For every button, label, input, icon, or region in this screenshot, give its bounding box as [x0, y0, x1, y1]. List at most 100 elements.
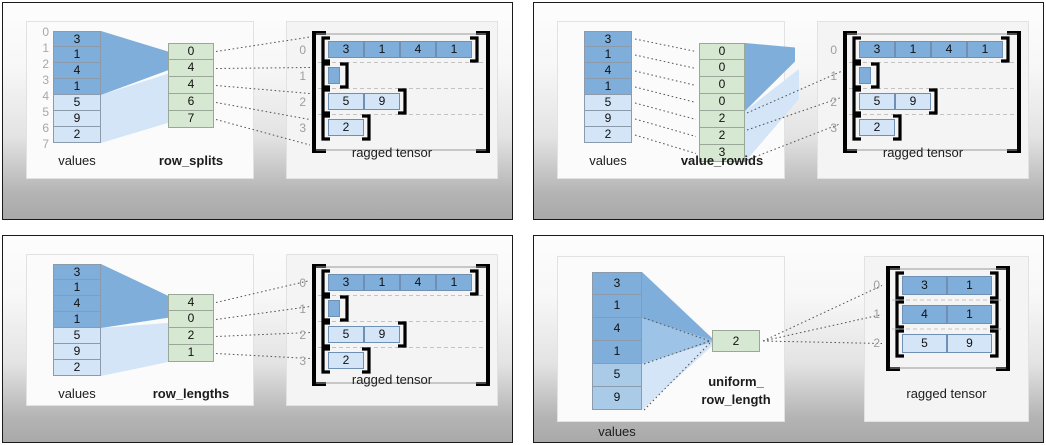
fan-shape	[642, 318, 712, 364]
values-caption: values	[589, 153, 627, 168]
value-cell: 4	[592, 318, 642, 341]
connector-line	[215, 332, 311, 337]
tensor-row-index: 3	[299, 121, 306, 135]
connector-line	[215, 67, 311, 69]
tensor-cell: 3	[328, 274, 364, 291]
tensor-cell: 1	[967, 41, 1003, 58]
fan-shape	[101, 73, 168, 143]
tensor-cell: 2	[328, 119, 364, 136]
tensor-caption: ragged tensor	[351, 145, 433, 160]
connector-line	[746, 123, 842, 161]
connector-line	[215, 306, 311, 320]
value-cell: 1	[592, 341, 642, 364]
encoding-caption-line2: row_length	[701, 392, 771, 407]
encoding-cell: 0	[699, 77, 745, 94]
value-cell: 1	[53, 280, 101, 296]
tensor-cell: 4	[400, 274, 436, 291]
tensor-cell: 3	[328, 41, 364, 58]
encoding-cell: 0	[168, 43, 214, 60]
encoding-cell: 4	[168, 294, 214, 311]
tensor-cell: 5	[902, 334, 947, 353]
connector-line	[762, 285, 883, 342]
tensor-cell: 5	[859, 93, 895, 110]
tensor-cell-empty	[328, 300, 340, 317]
encoding-caption: row_lengths	[152, 386, 230, 401]
tensor-outer-bracket	[312, 31, 490, 153]
encoding-caption: value_rowids	[680, 153, 764, 168]
encoding-column: 2	[712, 330, 760, 352]
connector-line	[215, 280, 311, 303]
tensor-cell: 4	[400, 41, 436, 58]
value-cell: 5	[584, 95, 632, 111]
tensor-row-bracket	[321, 321, 407, 348]
value-cell: 3	[53, 31, 101, 47]
fan-shape	[101, 322, 168, 376]
connector-line	[215, 102, 311, 120]
tensor-cell: 9	[947, 334, 992, 353]
value-cell: 1	[53, 312, 101, 328]
tensor-caption: ragged tensor	[351, 372, 433, 387]
value-cell: 4	[584, 63, 632, 79]
encoding-cell: 2	[168, 328, 214, 345]
encoding-cell: 2	[712, 330, 760, 352]
connector-line	[634, 118, 697, 137]
tensor-row-index: 2	[830, 95, 837, 109]
tensor-row-index: 3	[830, 121, 837, 135]
values-caption: values	[598, 424, 636, 439]
value-cell: 9	[53, 111, 101, 127]
fan-shape	[745, 43, 795, 111]
tensor-caption: ragged tensor	[906, 386, 987, 401]
tensor-outer-bracket	[886, 266, 1010, 371]
tensor-outer-bracket	[843, 31, 1021, 153]
value-index-label: 2	[42, 57, 49, 71]
tensor-row-bracket	[321, 114, 371, 141]
tensor-row-index: 1	[299, 69, 306, 83]
tensor-cell: 1	[364, 274, 400, 291]
value-cell: 1	[53, 47, 101, 63]
value-cell: 1	[584, 79, 632, 95]
value-cell: 3	[584, 31, 632, 47]
value-cell: 5	[53, 328, 101, 344]
value-cell: 2	[53, 127, 101, 143]
tensor-row-bracket	[852, 36, 1010, 63]
encoding-cell: 4	[168, 77, 214, 94]
tensor-cell: 4	[902, 305, 947, 324]
encoding-cell: 4	[168, 60, 214, 77]
tensor-outer-bracket	[312, 264, 490, 386]
value-cell: 4	[53, 63, 101, 79]
tensor-row-bracket	[321, 36, 479, 63]
tensor-row-index: 3	[299, 354, 306, 368]
value-index-label: 3	[42, 73, 49, 87]
tensor-row-bracket	[895, 271, 999, 300]
value-index-label: 7	[42, 137, 49, 151]
connector-line	[762, 314, 883, 342]
tensor-row-index: 1	[299, 302, 306, 316]
tensor-cell: 2	[859, 119, 895, 136]
connector-line	[634, 102, 697, 120]
value-index-label: 4	[42, 89, 49, 103]
connector-line	[215, 36, 311, 52]
connector-line	[634, 134, 697, 154]
tensor-row-bracket	[321, 62, 349, 89]
tensor-cell: 3	[902, 276, 947, 295]
value-index-label: 6	[42, 121, 49, 135]
value-cell: 1	[592, 295, 642, 318]
value-cell: 9	[592, 387, 642, 410]
tensor-row-index: 0	[830, 43, 837, 57]
value-index-label: 0	[42, 25, 49, 39]
value-cell: 3	[592, 272, 642, 295]
fan-shape	[745, 69, 799, 162]
connector-line	[215, 119, 311, 146]
encoding-cell: 6	[168, 94, 214, 111]
connector-line	[634, 38, 697, 52]
